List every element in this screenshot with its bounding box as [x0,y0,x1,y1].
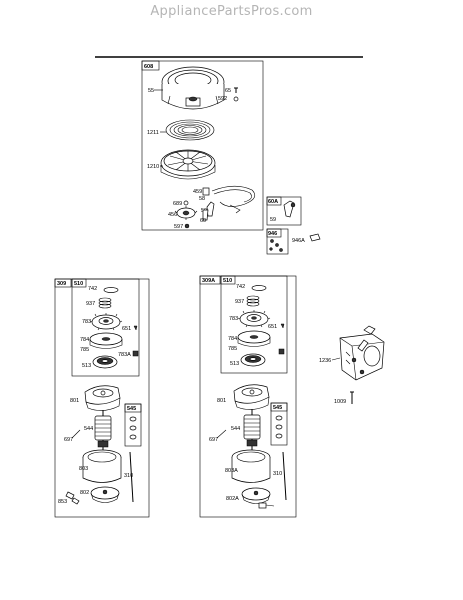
spring-937 [246,295,260,307]
label-58: 58 [199,196,205,202]
armature-544 [243,409,261,451]
label-309-937: 937 [86,301,95,307]
starter-motor-1236 [339,325,385,381]
label-309-742: 742 [88,286,97,292]
label-55: 55 [148,88,154,94]
label-309A-802A: 802A [226,496,239,502]
label-1211: 1211 [147,130,159,136]
group-946: 946 946A [266,228,321,255]
label-309-785: 785 [80,347,89,353]
end-cap-801 [84,385,121,411]
end-cap-801 [233,384,270,410]
label-309A-784: 784 [228,336,237,342]
label-309-784: 784 [80,337,89,343]
group-60A: 60A 59 [266,196,302,226]
label-309A-310: 310 [273,471,282,477]
rewind-spring [165,119,215,141]
starter-handle [206,201,215,217]
label-309A-513: 513 [230,361,239,367]
group-608-tag: 608 [144,64,153,70]
through-bolt [129,451,134,503]
label-309A-783: 783 [229,316,238,322]
label-309A-785: 785 [228,346,237,352]
group-309A: 309A 510 742 937 783 651 784 785 [199,275,297,518]
group-309-sub-510-tag: 510 [74,281,83,287]
gear-783 [237,310,271,328]
label-309-783A: 783A [118,352,131,358]
group-608: 608 55 65 592 1211 [141,60,264,231]
label-309A-801: 801 [217,398,226,404]
spring-937 [98,297,112,309]
label-689: 689 [173,201,182,207]
armature-544 [94,410,112,452]
label-60: 60 [200,218,206,224]
clutch-784 [89,332,123,349]
clutch-784 [237,330,271,347]
group-309: 309 510 742 937 783 651 784 785 [54,278,150,518]
starter-rope [211,185,256,214]
group-309-tag: 309 [57,281,66,287]
ratchet [174,206,198,220]
label-309-310: 310 [124,473,133,479]
group-309A-sub-510 [220,275,288,374]
group-608-tag-box [141,60,160,71]
group-309A-sub-510-tag: 510 [223,278,232,284]
group-608-frame [141,60,264,231]
label-592: 592 [218,96,227,102]
group-309-sub-545-tag: 545 [127,406,136,412]
label-309-697: 697 [64,437,73,443]
label-309-803: 803 [79,466,88,472]
label-309-651: 651 [122,326,131,332]
housing-803 [82,449,122,483]
label-60A-59: 59 [270,217,276,223]
group-309A-tag: 309A [202,278,215,284]
end-cap-802 [90,486,120,503]
group-309-sub-510 [71,278,140,377]
end-cap-802A [241,487,275,509]
label-309-783: 783 [82,319,91,325]
label-309A-803A: 803A [225,468,238,474]
label-597: 597 [174,224,183,230]
label-456: 456 [168,212,177,218]
grommet [309,233,321,242]
label-1009: 1009 [334,399,346,405]
drive-513 [92,355,118,369]
group-309A-sub-545-tag: 545 [273,405,282,411]
housing-803A [231,449,271,483]
label-309-801: 801 [70,398,79,404]
label-309-853: 853 [58,499,67,505]
label-946A: 946A [292,238,305,244]
starter-pulley [160,149,216,180]
group-60A-tag: 60A [268,199,278,205]
label-309A-697: 697 [209,437,218,443]
watermark: AppliancePartsPros.com [150,4,313,19]
label-65: 65 [225,88,231,94]
label-309-513: 513 [82,363,91,369]
label-1210: 1210 [147,164,159,170]
label-309-802: 802 [80,490,89,496]
drive-513 [240,353,266,367]
label-309A-651: 651 [268,324,277,330]
label-309-544: 544 [84,426,93,432]
label-309A-937: 937 [235,299,244,305]
through-bolt [282,451,287,501]
label-1236: 1236 [319,358,331,364]
label-309A-742: 742 [236,284,245,290]
group-60A-frame [266,196,302,226]
rewind-housing [161,66,225,110]
gear-783 [89,313,123,331]
label-459: 459 [193,189,202,195]
group-946-tag: 946 [268,231,277,237]
label-309A-544: 544 [231,426,240,432]
